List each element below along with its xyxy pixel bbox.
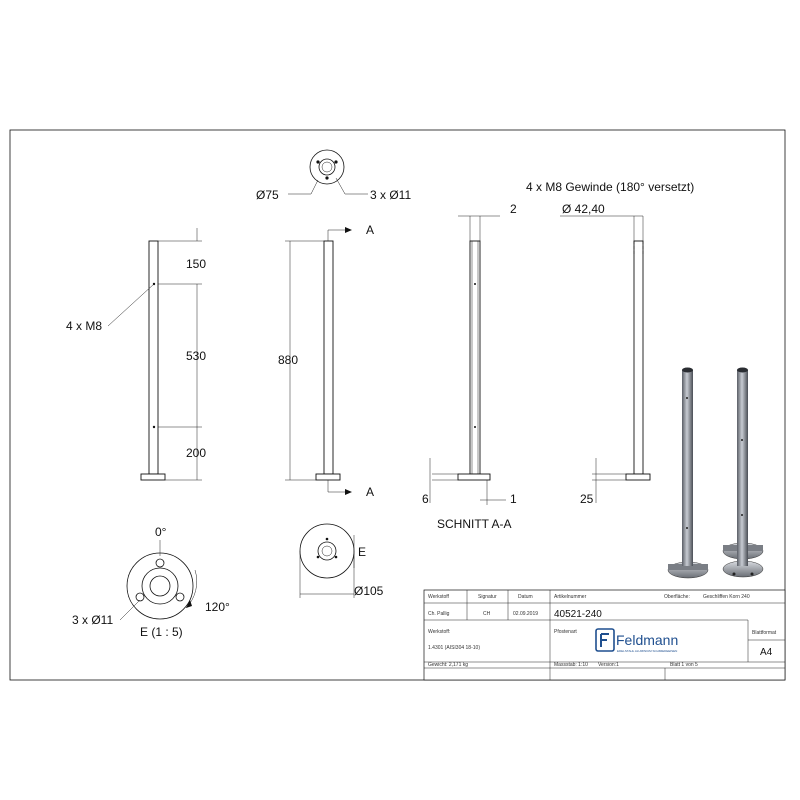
artikelnummer: 40521-240 xyxy=(554,609,602,620)
dim-200: 200 xyxy=(186,446,206,460)
detail-title: E (1 : 5) xyxy=(140,625,183,639)
flange-view: E Ø105 xyxy=(299,523,384,598)
top-view: Ø75 3 x Ø11 xyxy=(256,149,411,202)
ersteller: Ch. Pallig xyxy=(428,611,450,617)
werkstoff-label: Werkstoff: xyxy=(428,629,450,635)
datum: 02.09.2019 xyxy=(513,611,538,617)
col-oberflaeche: Oberfläche: xyxy=(664,594,690,600)
gewicht: Gewicht: 2,171 kg xyxy=(428,662,468,668)
col-datum: Datum xyxy=(518,594,533,600)
dim-6: 6 xyxy=(422,492,429,506)
version: Version:1 xyxy=(598,662,619,668)
section-title: SCHNITT A-A xyxy=(437,517,511,531)
dim-4240: Ø 42,40 xyxy=(562,202,605,216)
section-view: 2 6 1 SCHNITT A-A xyxy=(422,202,517,531)
thread-label: 4 x M8 xyxy=(66,319,102,333)
angle-0: 0° xyxy=(155,525,167,539)
dim-880: 880 xyxy=(278,353,298,367)
render-3d xyxy=(667,367,764,579)
col-signatur: Signatur xyxy=(478,594,497,600)
werkstoff-value: 1.4301 (AISI304 18-10) xyxy=(428,645,480,651)
top-view-holes: 3 x Ø11 xyxy=(370,188,411,202)
signatur: CH xyxy=(483,611,491,617)
thread-note: 4 x M8 Gewinde (180° versetzt) xyxy=(526,180,694,194)
dim-1: 1 xyxy=(510,492,517,506)
blatt: Blatt 1 von 5 xyxy=(670,662,698,668)
pfosten-label: Pfostenart xyxy=(554,629,577,635)
dim-150: 150 xyxy=(186,257,206,271)
company-name: Feldmann xyxy=(616,632,678,648)
oberflaeche-value: Geschliffen Korn 240 xyxy=(703,594,750,600)
thread-view: 4 x M8 Gewinde (180° versetzt) Ø 42,40 2… xyxy=(526,180,694,506)
sheet-frame xyxy=(9,129,786,681)
blattformat: A4 xyxy=(760,647,773,658)
front-view: 150 530 200 4 x M8 xyxy=(66,228,206,481)
detail-e: 0° 120° 3 x Ø11 E (1 : 5) xyxy=(72,525,230,639)
angle-120: 120° xyxy=(205,600,230,614)
top-view-dia75: Ø75 xyxy=(256,188,279,202)
dim-530: 530 xyxy=(186,349,206,363)
dim-2: 2 xyxy=(510,202,517,216)
company-subtitle: EDELSTAHL ALUMINIUM SCHMIEDEEISEN xyxy=(617,649,677,653)
section-marker-bottom: A xyxy=(366,485,374,499)
flange-dia105: Ø105 xyxy=(354,584,384,598)
section-marker-top: A xyxy=(366,223,374,237)
col-artikelnummer: Artikelnummer xyxy=(554,594,587,600)
blattformat-label: Blattformat xyxy=(752,630,777,636)
dim-25: 25 xyxy=(580,492,594,506)
title-block: Werkstoff Signatur Datum Artikelnummer O… xyxy=(423,589,786,681)
col-werkstoff: Werkstoff xyxy=(428,594,450,600)
feldmann-logo: Feldmann EDELSTAHL ALUMINIUM SCHMIEDEEIS… xyxy=(595,628,678,653)
side-view: 880 A A xyxy=(278,223,374,499)
flange-detail-ref: E xyxy=(358,545,366,559)
detail-holes: 3 x Ø11 xyxy=(72,613,113,627)
massstab: Massstab: 1:10 xyxy=(554,662,588,668)
